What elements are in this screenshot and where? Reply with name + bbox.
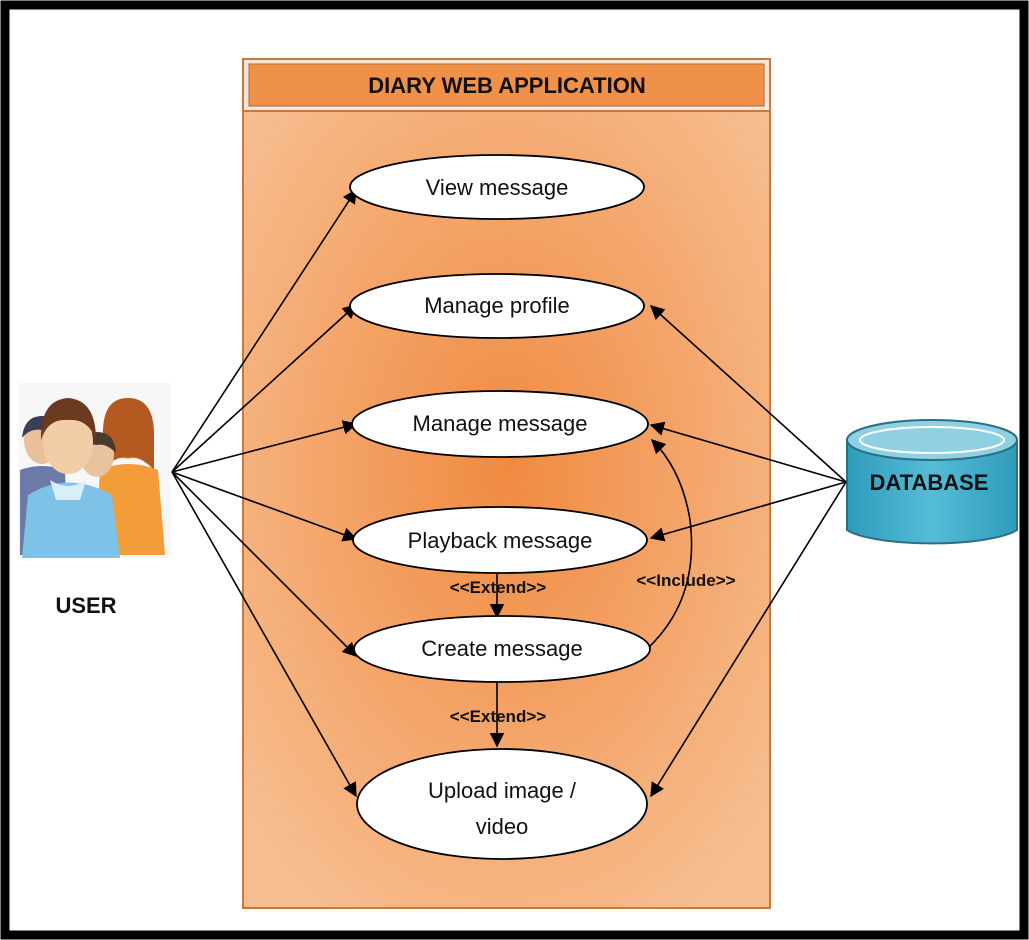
user-label: USER bbox=[55, 593, 116, 618]
associations bbox=[171, 188, 847, 798]
use-case-profile: Manage profile bbox=[349, 273, 645, 339]
include-label: <<Include>> bbox=[636, 571, 735, 590]
use-case-create: Create message bbox=[353, 615, 651, 683]
system-title-bar bbox=[248, 63, 765, 107]
system-title: DIARY WEB APPLICATION bbox=[368, 73, 645, 98]
user-actor: USER bbox=[18, 383, 171, 618]
extend-label-2: <<Extend>> bbox=[450, 707, 546, 726]
use-case-view: View message bbox=[349, 154, 645, 220]
db-to-manage-line bbox=[649, 421, 847, 483]
use-case-label: Create message bbox=[421, 636, 582, 661]
database-cylinder-icon bbox=[846, 419, 1018, 545]
use-case-label-line2: video bbox=[476, 814, 529, 839]
use-case-label: View message bbox=[426, 175, 569, 200]
use-case-label: Manage message bbox=[413, 411, 588, 436]
use-case-manage: Manage message bbox=[351, 390, 649, 458]
user-to-playback-line bbox=[171, 471, 358, 542]
db-to-playback-line bbox=[649, 481, 847, 542]
use-case-label: Playback message bbox=[408, 528, 593, 553]
user-to-upload-line bbox=[171, 471, 357, 798]
database-actor: DATABASE bbox=[846, 419, 1018, 545]
user-to-create-line bbox=[171, 471, 358, 658]
user-to-profile-line bbox=[171, 304, 358, 473]
db-to-profile-line bbox=[649, 305, 847, 483]
use-case-playback: Playback message bbox=[352, 506, 648, 574]
extend-label-1: <<Extend>> bbox=[450, 578, 546, 597]
user-group-icon bbox=[18, 383, 171, 558]
use-case-upload: Upload image / video bbox=[356, 748, 648, 860]
user-to-manage-line bbox=[171, 420, 358, 473]
use-case-label: Manage profile bbox=[424, 293, 570, 318]
user-to-view-line bbox=[171, 188, 357, 473]
database-label: DATABASE bbox=[870, 470, 989, 495]
use-case-label: Upload image / bbox=[428, 778, 577, 803]
include-arrow bbox=[645, 438, 693, 651]
db-to-upload-line bbox=[650, 481, 847, 798]
